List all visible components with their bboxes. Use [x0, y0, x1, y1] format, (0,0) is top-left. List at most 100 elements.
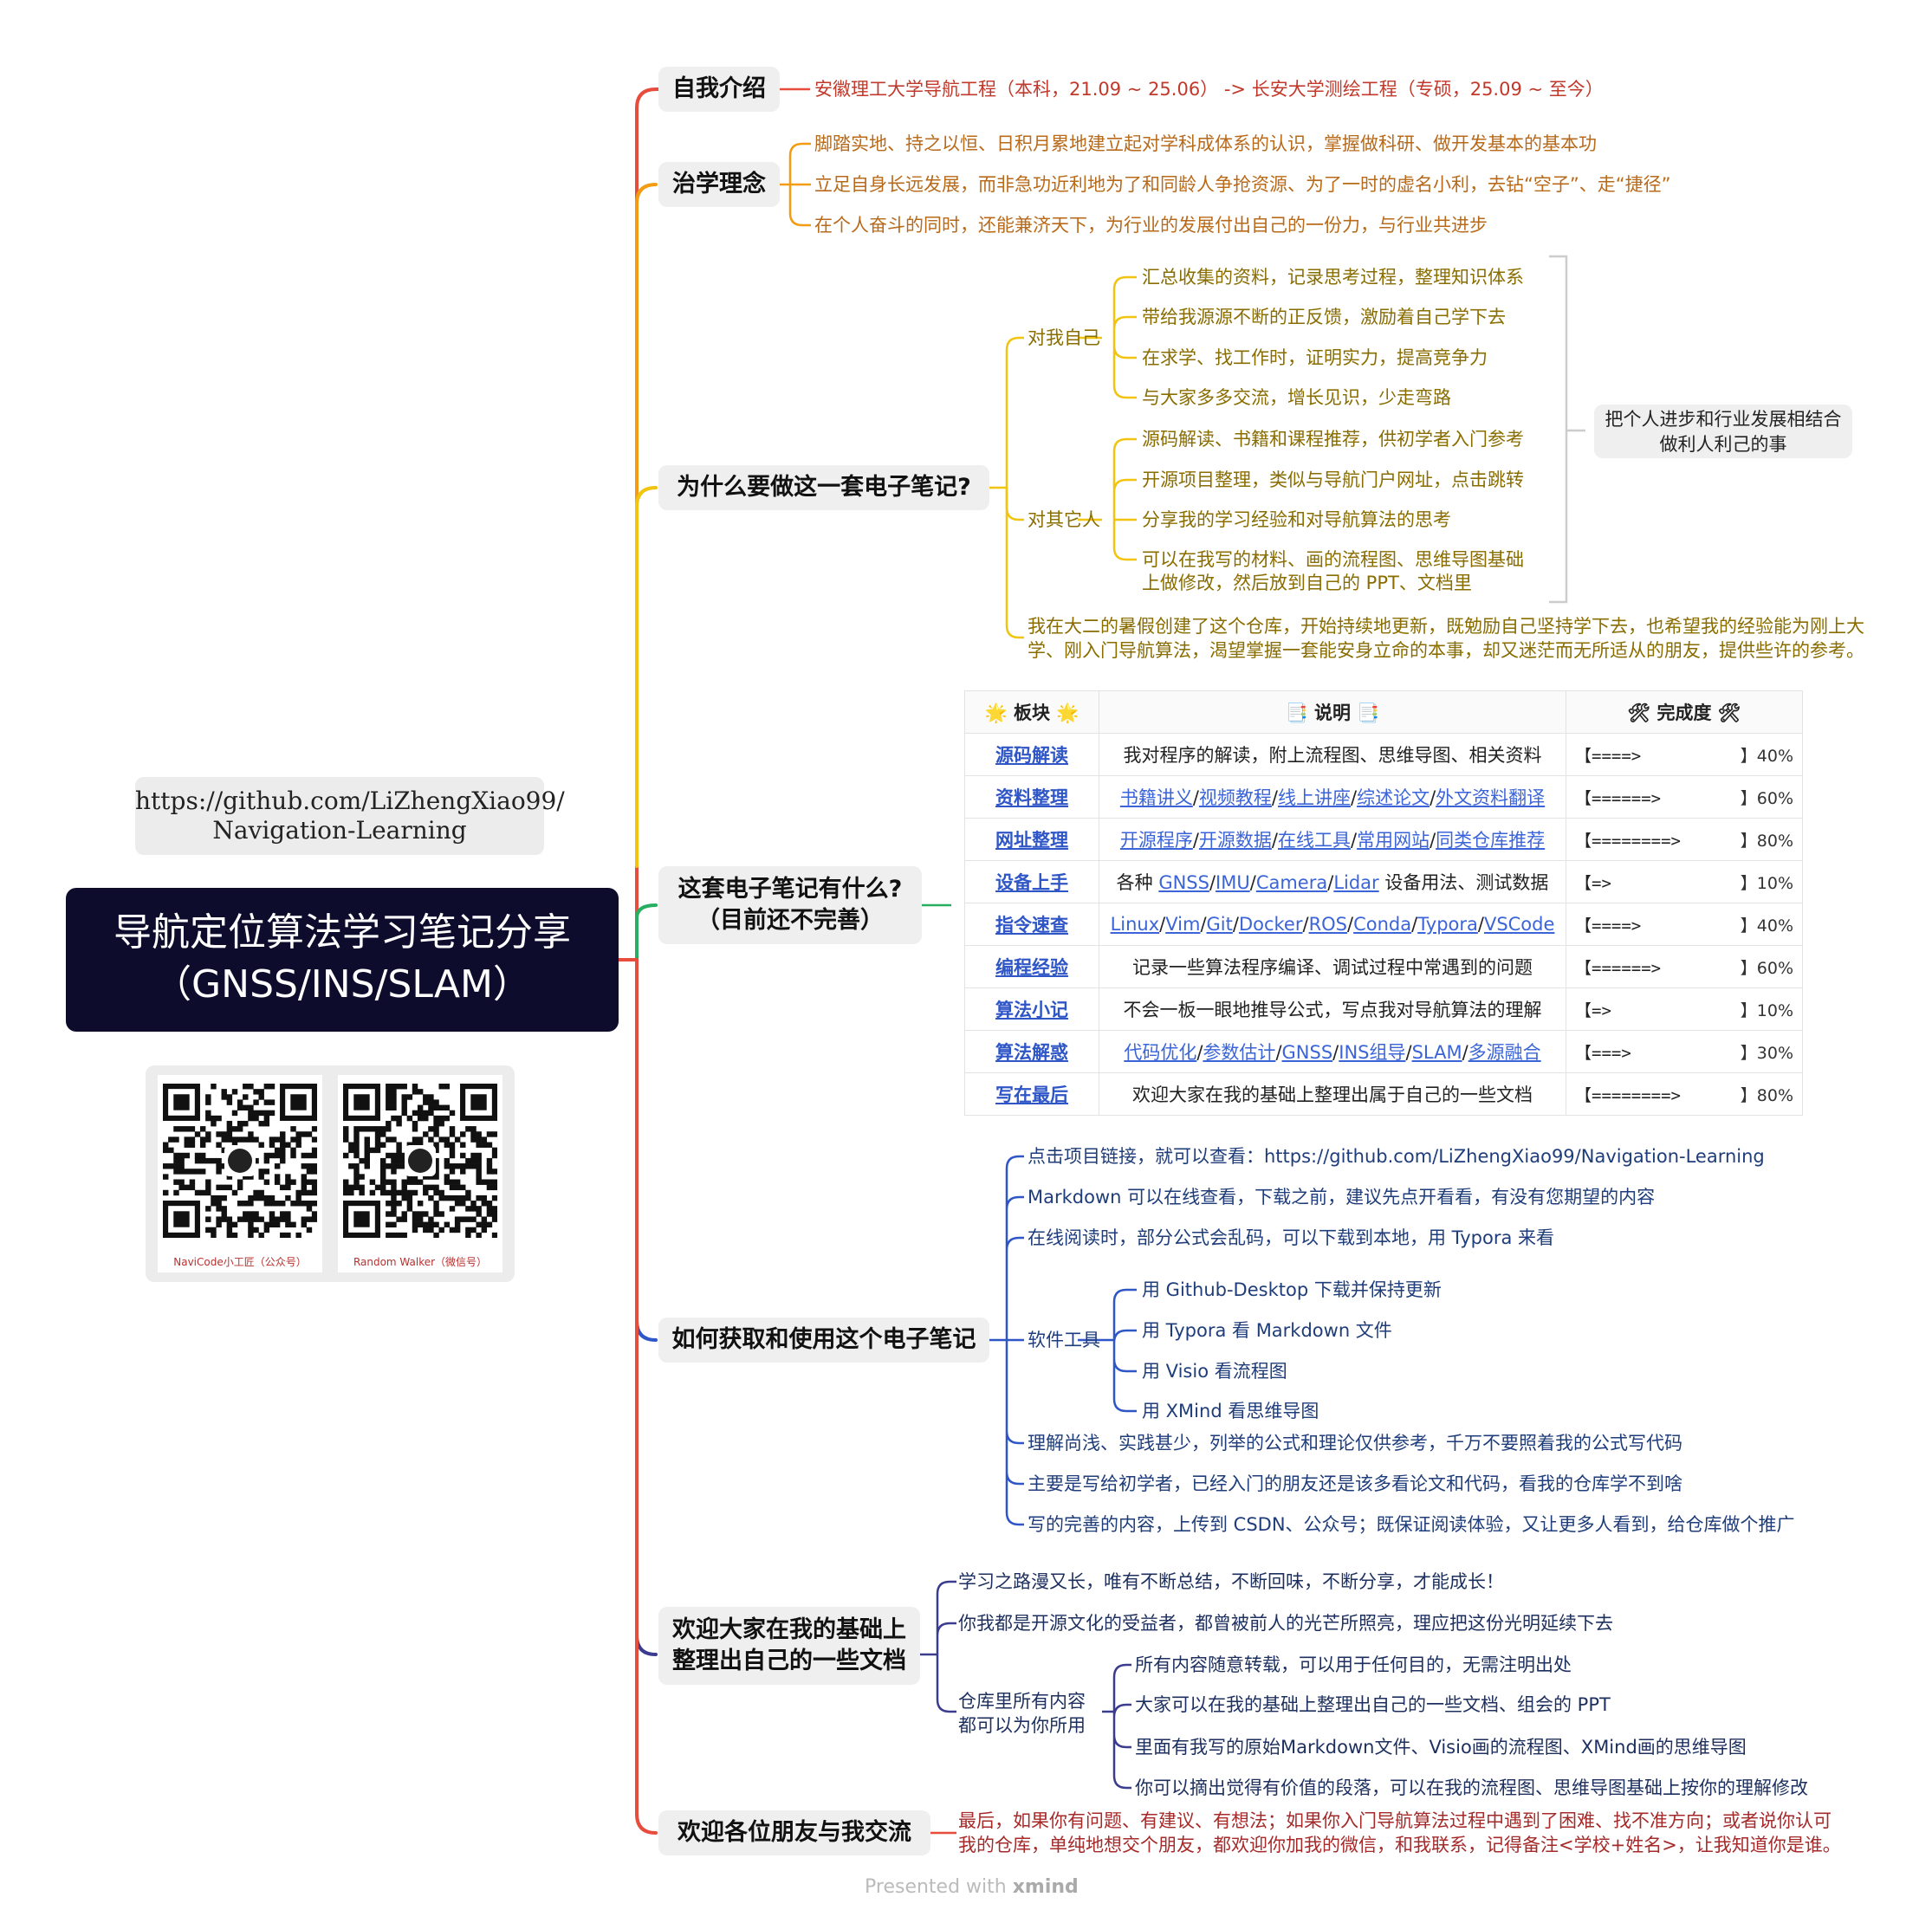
footer-brand: xmind [1012, 1876, 1079, 1898]
description-link[interactable]: 视频教程 [1198, 787, 1272, 808]
why-self-item: 与大家多多交流，增长见识，少走弯路 [1142, 387, 1451, 408]
description-link[interactable]: 常用网站 [1357, 830, 1430, 851]
repo-link-box[interactable]: https://github.com/LiZhengXiao99/ Naviga… [135, 777, 565, 855]
description-link[interactable]: VSCode [1483, 914, 1555, 935]
description-link[interactable]: Camera [1255, 872, 1328, 893]
progress-bar-text: 【====> [1575, 746, 1642, 766]
description-link[interactable]: Lidar [1333, 872, 1379, 893]
topic-welcome-docs[interactable]: 欢迎大家在我的基础上 整理出自己的一些文档 [658, 1607, 920, 1685]
category-link[interactable]: 编程经验 [964, 945, 1099, 988]
topic-label: 治学理念 [672, 171, 766, 197]
progress-bar-text: 【========> [1575, 831, 1681, 851]
description-link[interactable]: 书籍讲义 [1119, 787, 1193, 808]
why-self-item: 带给我源源不断的正反馈，激励着自己学下去 [1142, 307, 1506, 327]
description-link[interactable]: 在线工具 [1278, 830, 1351, 851]
qr-caption: NaviCode小工匠（公众号） [173, 1256, 307, 1268]
description-link[interactable]: 线上讲座 [1278, 787, 1351, 808]
description-link[interactable]: INS组导 [1339, 1042, 1406, 1063]
summary-line: 做利人利己的事 [1659, 434, 1787, 455]
progress-cell: 【===>】30% [1566, 1030, 1803, 1073]
progress-percent: 】40% [1740, 746, 1793, 766]
howto-item: 在线阅读时，部分公式会乱码，可以下载到本地，用 Typora 来看 [1028, 1227, 1555, 1248]
description-link[interactable]: 开源程序 [1119, 830, 1193, 851]
description-link[interactable]: 同类仓库推荐 [1436, 830, 1546, 851]
why-others-label: 对其它人 [1028, 509, 1100, 530]
description-link[interactable]: IMU [1216, 872, 1250, 893]
progress-cell: 【======>】60% [1566, 775, 1803, 819]
xmind-footer: Presented with xmind [865, 1876, 1079, 1898]
category-link[interactable]: 写在最后 [964, 1072, 1099, 1116]
root-topic[interactable]: 导航定位算法学习笔记分享 （GNSS/INS/SLAM） [66, 888, 619, 1032]
progress-cell: 【=>】10% [1566, 987, 1803, 1031]
category-link[interactable]: 源码解读 [964, 733, 1099, 776]
welcome-item: 你我都是开源文化的受益者，都曾被前人的光芒所照亮，理应把这份光明延续下去 [958, 1613, 1613, 1634]
why-self-label: 对我自己 [1028, 327, 1100, 348]
description-link[interactable]: Docker [1238, 914, 1303, 935]
table-row: 算法解惑代码优化/参数估计/GNSS/INS组导/SLAM/多源融合【===>】… [964, 1030, 1803, 1073]
description-link[interactable]: Git [1206, 914, 1233, 935]
contact-line: 最后，如果你有问题、有建议、有想法；如果你入门导航算法过程中遇到了困难、找不准方… [958, 1810, 1832, 1831]
category-link[interactable]: 资料整理 [964, 775, 1099, 819]
progress-cell: 【========> 】80% [1566, 818, 1803, 861]
progress-percent: 】40% [1740, 916, 1793, 936]
category-link[interactable]: 设备上手 [964, 860, 1099, 903]
why-self-item: 在求学、找工作时，证明实力，提高竞争力 [1142, 347, 1488, 368]
description-cell: 我对程序的解读，附上流程图、思维导图、相关资料 [1099, 733, 1566, 776]
description-link[interactable]: 开源数据 [1198, 830, 1272, 851]
description-cell: 不会一板一眼地推导公式，写点我对导航算法的理解 [1099, 987, 1566, 1031]
qr-code-icon [343, 1084, 497, 1238]
description-link[interactable]: Conda [1353, 914, 1412, 935]
description-cell: Linux/Vim/Git/Docker/ROS/Conda/Typora/VS… [1099, 903, 1566, 946]
description-link[interactable]: 代码优化 [1124, 1042, 1197, 1063]
description-link[interactable]: Linux [1110, 914, 1160, 935]
qr-codes: NaviCode小工匠（公众号） Random Walker（微信号） [146, 1065, 515, 1282]
why-self-item: 汇总收集的资料，记录思考过程，整理知识体系 [1142, 267, 1524, 288]
howto-item: Markdown 可以在线查看，下载之前，建议先点开看看，有没有您期望的内容 [1028, 1187, 1656, 1208]
description-link[interactable]: Typora [1417, 914, 1478, 935]
category-link[interactable]: 算法小记 [964, 987, 1099, 1031]
progress-cell: 【=>】10% [1566, 860, 1803, 903]
progress-percent: 】80% [1740, 831, 1793, 851]
description-link[interactable]: 参数估计 [1203, 1042, 1276, 1063]
description-link[interactable]: GNSS [1158, 872, 1209, 893]
progress-percent: 】80% [1740, 1085, 1793, 1105]
description-link[interactable]: ROS [1308, 914, 1348, 935]
repo-link-line1: https://github.com/LiZhengXiao99/ [135, 787, 565, 815]
description-cell: 书籍讲义/视频教程/线上讲座/综述论文/外文资料翻译 [1099, 775, 1566, 819]
why-others-item: 分享我的学习经验和对导航算法的思考 [1142, 509, 1451, 530]
topic-contents[interactable]: 这套电子笔记有什么? （目前还不完善） [658, 866, 922, 944]
progress-percent: 】60% [1740, 788, 1793, 808]
category-link[interactable]: 网址整理 [964, 818, 1099, 861]
description-link[interactable]: 外文资料翻译 [1436, 787, 1546, 808]
topic-label: 自我介绍 [672, 75, 766, 102]
table-row: 源码解读我对程序的解读，附上流程图、思维导图、相关资料【====> 】40% [964, 733, 1803, 776]
category-link[interactable]: 指令速查 [964, 903, 1099, 946]
howto-item: 理解尚浅、实践甚少，列举的公式和理论仅供参考，千万不要照着我的公式写代码 [1028, 1433, 1682, 1454]
table-row: 写在最后欢迎大家在我的基础上整理出属于自己的一些文档【========>】80% [964, 1072, 1803, 1116]
description-cell: 开源程序/开源数据/在线工具/常用网站/同类仓库推荐 [1099, 818, 1566, 861]
topic-why[interactable]: 为什么要做这一套电子笔记? [658, 465, 989, 510]
topic-philosophy[interactable]: 治学理念 [658, 162, 780, 207]
topic-label: 欢迎各位朋友与我交流 [677, 1819, 911, 1846]
description-text: 欢迎大家在我的基础上整理出属于自己的一些文档 [1132, 1084, 1533, 1105]
description-link[interactable]: Vim [1165, 914, 1201, 935]
description-link[interactable]: GNSS [1281, 1042, 1333, 1063]
topic-howto[interactable]: 如何获取和使用这个电子笔记 [658, 1318, 989, 1363]
progress-cell: 【======>】60% [1566, 945, 1803, 988]
category-link[interactable]: 算法解惑 [964, 1030, 1099, 1073]
howto-item: 主要是写给初学者，已经入门的朋友还是该多看论文和代码，看我的仓库学不到啥 [1028, 1473, 1682, 1494]
welcome-repo-item: 大家可以在我的基础上整理出自己的一些文档、组会的 PPT [1135, 1694, 1611, 1715]
progress-cell: 【====> 】40% [1566, 733, 1803, 776]
topic-intro[interactable]: 自我介绍 [658, 67, 780, 112]
howto-tool-item: 用 Visio 看流程图 [1142, 1361, 1287, 1382]
description-link[interactable]: 综述论文 [1357, 787, 1430, 808]
topic-contact[interactable]: 欢迎各位朋友与我交流 [658, 1810, 930, 1855]
column-header: 🛠 完成度 🛠 [1566, 690, 1803, 734]
description-link[interactable]: SLAM [1411, 1042, 1462, 1063]
topic-label: 如何获取和使用这个电子笔记 [671, 1326, 976, 1353]
table-row: 网址整理开源程序/开源数据/在线工具/常用网站/同类仓库推荐【========>… [964, 818, 1803, 861]
progress-percent: 】30% [1740, 1043, 1793, 1063]
why-summary[interactable]: 把个人进步和行业发展相结合 做利人利己的事 [1594, 405, 1852, 458]
description-link[interactable]: 多源融合 [1468, 1042, 1541, 1063]
welcome-repo-item: 里面有我写的原始Markdown文件、Visio画的流程图、XMind画的思维导… [1135, 1737, 1747, 1758]
